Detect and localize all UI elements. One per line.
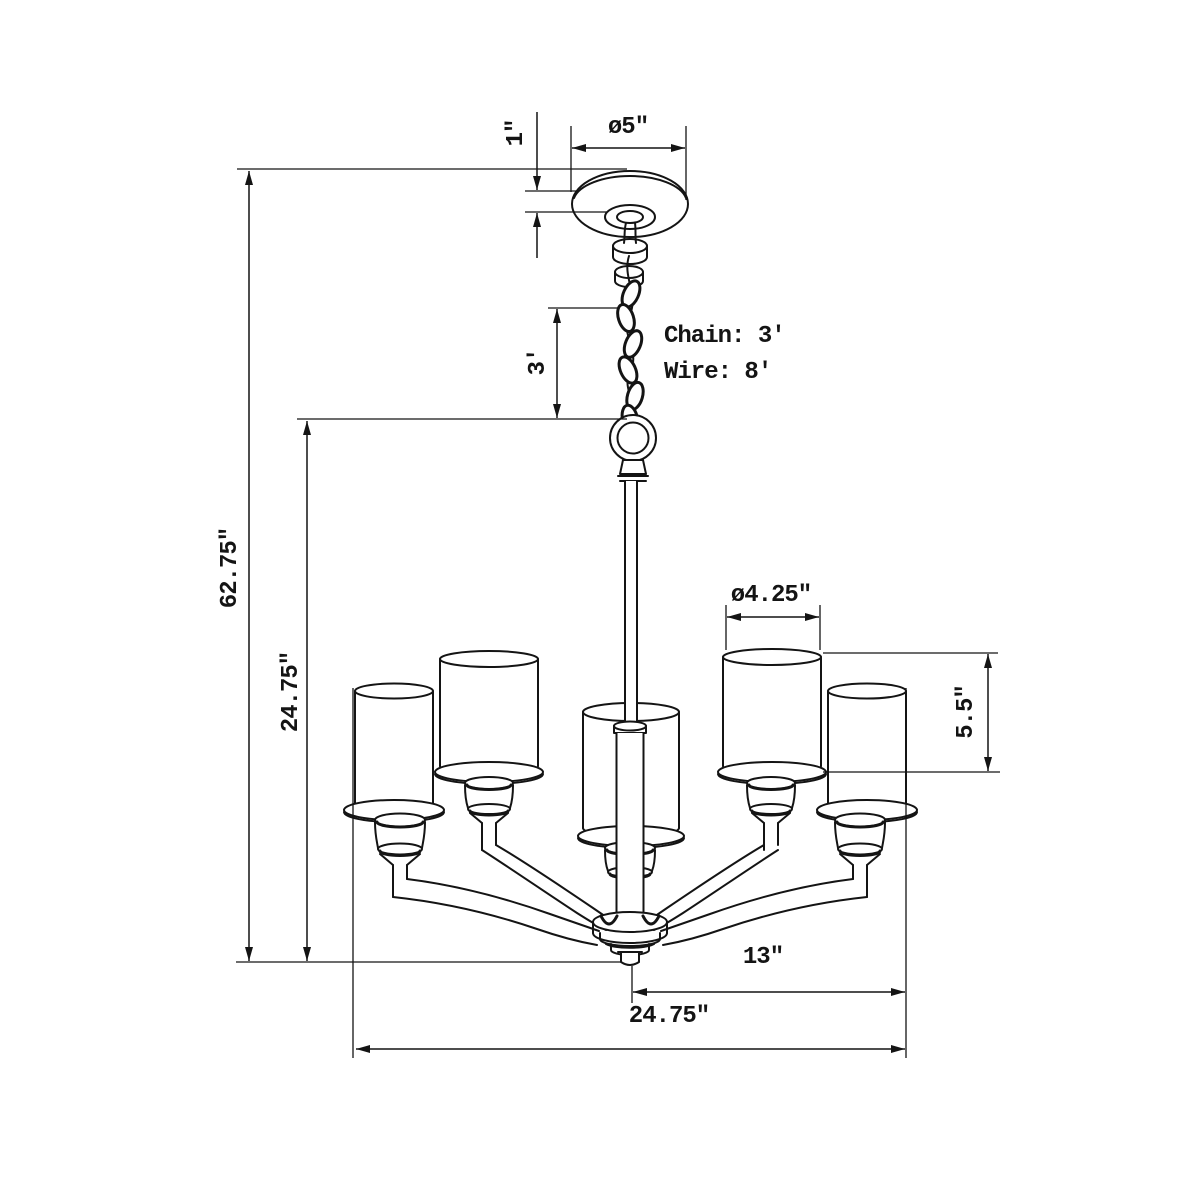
canopy-collars: [612, 238, 648, 288]
dim-center-offset-label: 13″: [742, 944, 784, 971]
shade-left-center: [434, 650, 544, 851]
dimension-lines: [236, 112, 1000, 1058]
shade-right-center: [717, 648, 827, 851]
wire-note-label: Wire: 8′: [664, 359, 772, 386]
chain-note-label: Chain: 3′: [664, 323, 786, 350]
ceiling-canopy: [571, 170, 689, 244]
dim-shade-diameter-label: ø4.25″: [730, 582, 812, 609]
dim-body-height-label: 24.75″: [278, 651, 305, 733]
dim-canopy-diameter-label: ø5″: [607, 114, 649, 141]
dim-overall-height-label: 62.75″: [217, 527, 244, 609]
dim-canopy-height-label: 1″: [503, 119, 530, 147]
dim-shade-height-label: 5.5″: [953, 685, 980, 739]
center-column: [613, 480, 647, 915]
shade-far-right: [816, 682, 918, 898]
dim-overall-width-label: 24.75″: [628, 1003, 710, 1030]
shade-far-left: [343, 682, 445, 898]
loop-ring-and-stem: [609, 414, 657, 482]
bottom-hub: [592, 911, 668, 966]
dim-chain-length-label: 3′: [525, 348, 552, 376]
